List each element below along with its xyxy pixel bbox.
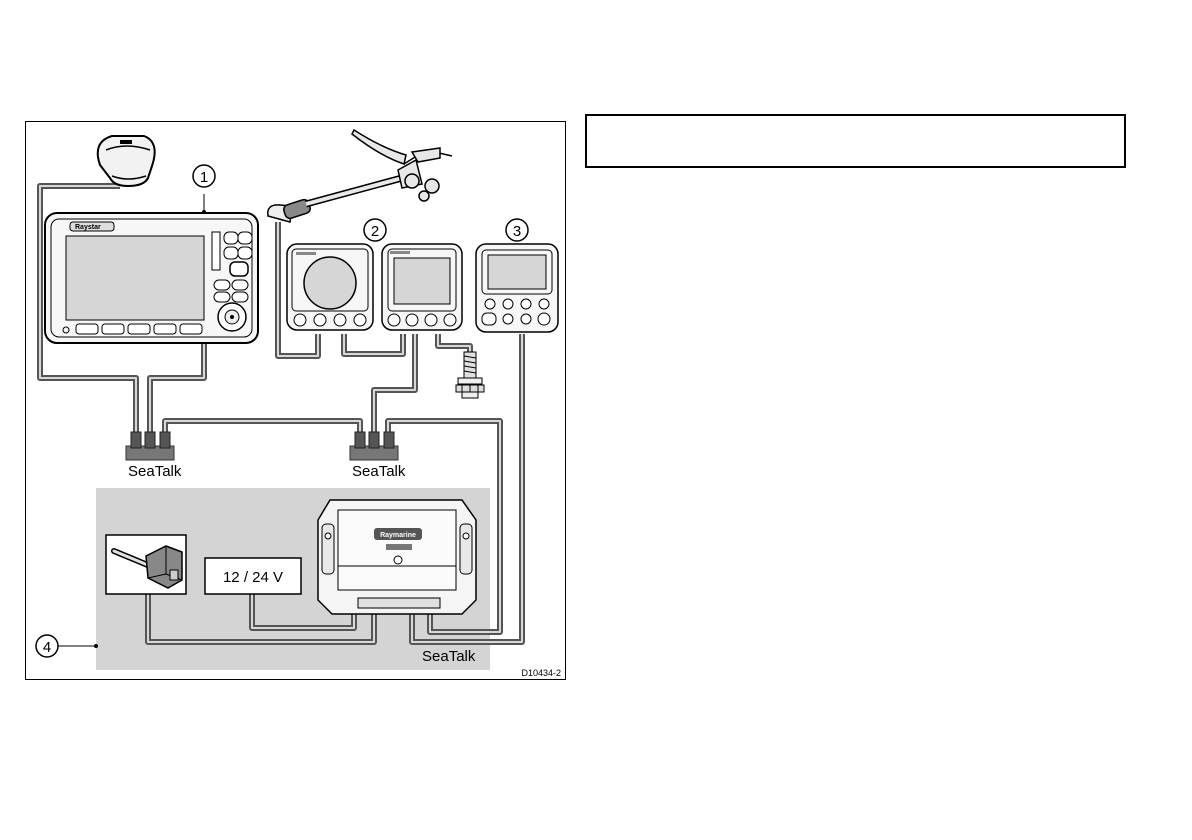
course-computer [318, 500, 476, 614]
callout-1: 1 [193, 165, 215, 187]
course-computer-brand: Raymarine [380, 532, 416, 539]
seatalk-junction-2 [350, 432, 398, 460]
caption-box [585, 114, 1126, 168]
autopilot-drive-unit [106, 535, 186, 594]
seatalk-label-2: SeaTalk [352, 463, 406, 480]
callout-1-number: 1 [200, 169, 208, 186]
seatalk-label-3: SeaTalk [422, 648, 476, 665]
chartplotter-brand: Raystar [75, 224, 101, 231]
chartplotter-display [45, 213, 258, 343]
figure-id: D10434-2 [521, 668, 561, 678]
wind-transducer [268, 130, 452, 222]
depth-instrument-display [382, 244, 462, 330]
depth-transducer [456, 352, 484, 398]
callout-2-number: 2 [371, 223, 379, 240]
callout-3: 3 [506, 219, 528, 241]
seatalk-label-1: SeaTalk [128, 463, 182, 480]
autopilot-control-head [476, 244, 558, 332]
callout-4-number: 4 [43, 639, 51, 656]
callout-4: 4 [36, 635, 98, 657]
gps-antenna [98, 136, 155, 186]
seatalk-junction-1 [126, 432, 174, 460]
chartplotter-screen [66, 236, 204, 320]
callout-3-number: 3 [513, 223, 521, 240]
callout-2: 2 [364, 219, 386, 241]
power-supply-label: 12 / 24 V [223, 569, 283, 586]
wind-instrument-display [287, 244, 373, 330]
